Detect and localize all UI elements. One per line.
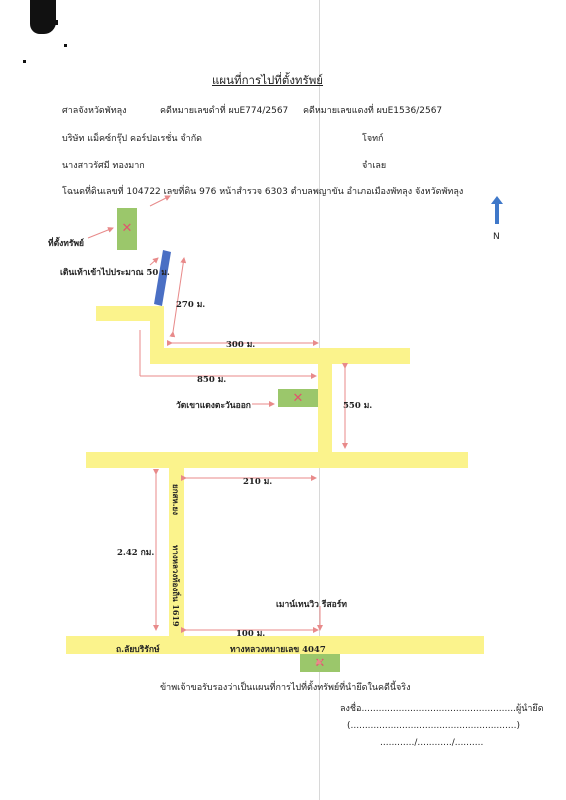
defendant-role: จำเลย [362,161,387,171]
date-line: ............/............/.......... [380,738,484,748]
plaintiff-name: บริษัท แม็คซ์กรุ๊ป คอร์ปอเรชั่น จำกัด [62,134,203,144]
signature-role: ผู้นำยึด [515,704,544,714]
alley-road-label: ถ.ลัยบริรักษ์ [116,645,160,655]
north-arrow-icon [491,196,503,224]
distance-300: 300 ม. [226,340,256,350]
property-marker-icon: ✕ [121,221,133,236]
temple-marker-icon: ✕ [292,391,304,406]
signature-dots: ........................................… [361,704,516,714]
distance-242: 2.42 กม. [117,548,155,558]
property-label: ที่ตั้งทรัพย์ [48,239,85,249]
court-name: ศาลจังหวัดพัทลุง [62,106,127,116]
north-label: N [493,232,500,242]
road-segment [150,348,410,364]
scan-speck [52,20,58,25]
land-deed-line: โฉนดที่ดินเลขที่ 104722 เลขที่ดิน 976 หน… [62,187,464,197]
road-vertical-label: ยกสห.ยง [171,484,181,516]
distance-270: 270 ม. [176,300,206,310]
highway-4047 [66,636,484,654]
signature-line: ลงชื่อ..................................… [340,701,544,715]
defendant-name: นางสาวรัศมี ทองมาก [62,161,145,171]
walking-path [154,250,171,306]
highway-label: ทางหลวงหมายเลข 4047 [230,645,326,655]
red-case-number: คดีหมายเลขแดงที่ ผบE1536/2567 [303,106,443,116]
temple-label: วัดเขาแดงตะวันออก [176,401,251,411]
distance-100: 100 ม. [236,629,266,639]
distance-550: 550 ม. [343,401,373,411]
distance-850: 850 ม. [197,375,227,385]
signer-name-line: (.......................................… [347,721,520,731]
signature-prefix: ลงชื่อ [340,704,362,714]
road-1619-label: ทางหลวงท้องถิ่น 1619 [171,545,181,627]
road-segment [96,306,164,321]
road-segment [318,348,332,468]
scan-speck [23,60,26,63]
road-1619 [169,452,184,652]
scan-speck [64,44,67,47]
black-case-number: คดีหมายเลขดำที่ ผบE774/2567 [160,106,289,116]
resort-label: เมาน์เทนวิว รีสอร์ท [276,600,347,610]
certification-text: ข้าพเจ้าขอรับรองว่าเป็นแผนที่การไปที่ตั้… [160,683,411,693]
plaintiff-role: โจทก์ [362,134,384,144]
scan-smudge [30,0,56,34]
document-title: แผนที่การไปที่ตั้งทรัพย์ [212,73,324,87]
distance-210: 210 ม. [243,477,273,487]
property-plot [117,208,137,250]
temple-plot [278,389,318,407]
walk-distance-label: เดินเท้าเข้าไปประมาณ 50 ม. [60,268,170,278]
